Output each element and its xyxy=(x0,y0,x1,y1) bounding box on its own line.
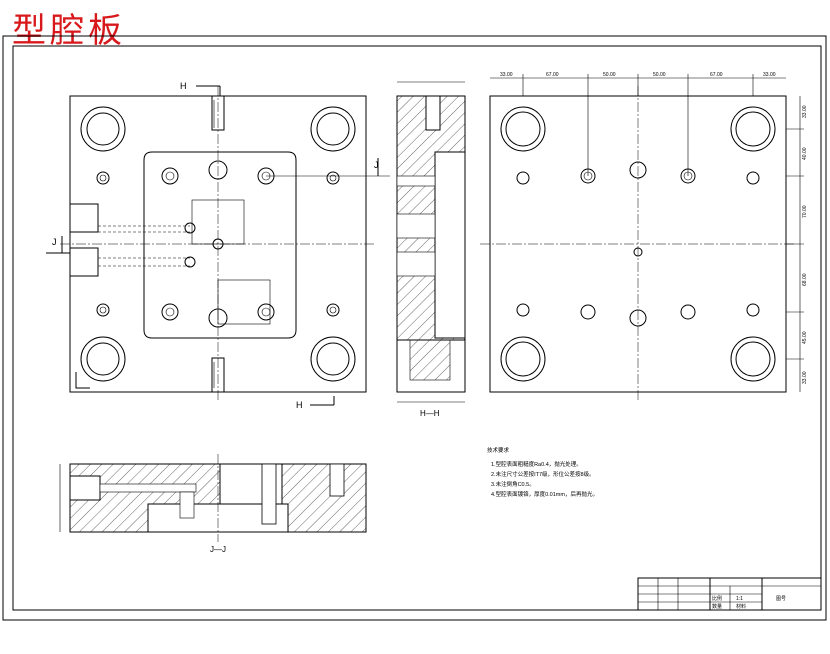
title-block-scale: 1:1 xyxy=(736,596,743,602)
dim-top-5: 33.00 xyxy=(763,72,776,78)
dim-top-1: 67.00 xyxy=(546,72,559,78)
section-jj-caption: J—J xyxy=(210,545,226,554)
title-block-scale-label: 比例 xyxy=(712,595,722,602)
screw-holes xyxy=(96,160,340,328)
dim-right-1: 40.00 xyxy=(802,147,808,160)
dim-right-0: 33.00 xyxy=(802,105,808,118)
section-h-top-label: H xyxy=(180,81,187,91)
tech-notes-heading: 技术要求 xyxy=(487,446,510,454)
guide-holes xyxy=(80,106,356,382)
drawing-title: 型腔板 xyxy=(12,11,126,51)
title-block-qty: 数量 xyxy=(712,603,722,610)
section-jj: J—J xyxy=(59,454,367,554)
inner-frame xyxy=(12,45,822,611)
cavity-insert xyxy=(143,151,297,339)
dim-right-4: 45.00 xyxy=(802,331,808,344)
tech-note-3: 3.未注倒角C0.5。 xyxy=(491,480,535,488)
tech-notes: 技术要求 1.型腔表面粗糙度Ra0.4，抛光处理。 2.未注尺寸公差按IT7级，… xyxy=(487,446,598,498)
tech-note-4: 4.型腔表面镀铬，厚度0.01mm，后再抛光。 xyxy=(491,490,598,498)
section-j-left-label: J xyxy=(52,237,57,247)
title-block: 比例 1:1 数量 材料 图号 xyxy=(637,577,822,611)
dim-top-2: 50.00 xyxy=(603,72,616,78)
tech-note-1: 1.型腔表面粗糙度Ra0.4，抛光处理。 xyxy=(491,460,582,468)
front-view: H H J J xyxy=(46,81,390,410)
right-guide-holes xyxy=(500,106,776,382)
dim-top-3: 50.00 xyxy=(653,72,666,78)
dim-right-5: 33.00 xyxy=(802,371,808,384)
section-j-right-label: J xyxy=(374,160,379,170)
outer-frame xyxy=(2,35,827,621)
dim-right-2: 70.00 xyxy=(802,205,808,218)
dim-top-4: 67.00 xyxy=(710,72,723,78)
title-block-drawing-no: 图号 xyxy=(776,596,786,602)
cooling-channels xyxy=(69,203,190,277)
dim-top-0: 33.00 xyxy=(500,72,513,78)
title-block-material: 材料 xyxy=(736,603,746,610)
tech-note-2: 2.未注尺寸公差按IT7级，形位公差按8级。 xyxy=(491,470,595,478)
dim-right-3: 68.00 xyxy=(802,273,808,286)
section-h-bottom-label: H xyxy=(296,400,303,410)
section-hh: H—H xyxy=(396,81,466,418)
section-hh-caption: H—H xyxy=(420,409,440,418)
right-view: 33.00 67.00 50.00 50.00 67.00 33.00 33.0… xyxy=(480,72,808,402)
